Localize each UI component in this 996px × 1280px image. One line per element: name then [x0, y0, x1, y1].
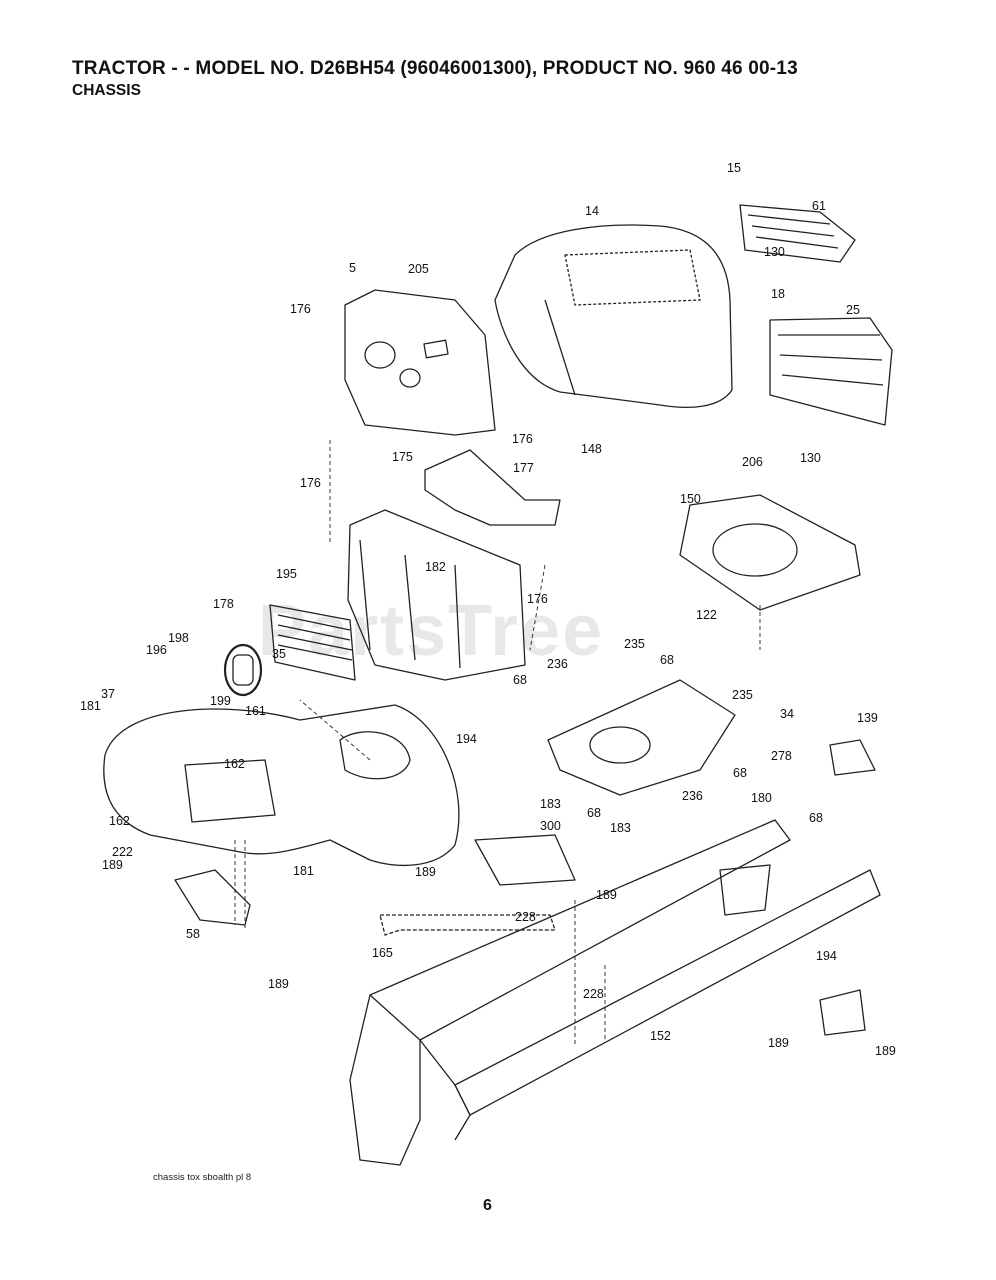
part-callout-152: 152 — [650, 1029, 671, 1043]
page-subtitle: CHASSIS — [72, 82, 141, 99]
part-callout-228: 228 — [583, 987, 604, 1001]
part-callout-68: 68 — [513, 673, 527, 687]
part-callout-58: 58 — [186, 927, 200, 941]
part-callout-196: 196 — [146, 643, 167, 657]
rod-part — [379, 914, 556, 936]
part-callout-182: 182 — [425, 560, 446, 574]
part-callout-222: 222 — [112, 845, 133, 859]
part-callout-14: 14 — [585, 204, 599, 218]
part-callout-206: 206 — [742, 455, 763, 469]
part-callout-178: 178 — [213, 597, 234, 611]
part-callout-148: 148 — [581, 442, 602, 456]
callout-magnifier — [223, 643, 263, 697]
part-callout-139: 139 — [857, 711, 878, 725]
bracket-part — [424, 449, 561, 526]
part-callout-189: 189 — [268, 977, 289, 991]
part-callout-180: 180 — [751, 791, 772, 805]
part-callout-176: 176 — [290, 302, 311, 316]
part-callout-236: 236 — [547, 657, 568, 671]
part-callout-122: 122 — [696, 608, 717, 622]
part-callout-175: 175 — [392, 450, 413, 464]
bracket-278-part — [829, 739, 876, 776]
part-callout-195: 195 — [276, 567, 297, 581]
part-callout-235: 235 — [624, 637, 645, 651]
part-callout-189: 189 — [415, 865, 436, 879]
page-title: TRACTOR - - MODEL NO. D26BH54 (960460013… — [72, 58, 798, 79]
part-callout-198: 198 — [168, 631, 189, 645]
part-callout-189: 189 — [596, 888, 617, 902]
grille-part — [739, 204, 856, 263]
part-callout-228: 228 — [515, 910, 536, 924]
part-callout-15: 15 — [727, 161, 741, 175]
part-callout-68: 68 — [660, 653, 674, 667]
fender-part — [103, 704, 460, 867]
part-callout-68: 68 — [733, 766, 747, 780]
bracket-58-part — [174, 869, 251, 926]
battery-tray-part — [679, 494, 861, 611]
dash-lower-part — [347, 509, 526, 681]
part-callout-150: 150 — [680, 492, 701, 506]
part-callout-37: 37 — [101, 687, 115, 701]
part-callout-236: 236 — [682, 789, 703, 803]
part-callout-181: 181 — [80, 699, 101, 713]
part-callout-189: 189 — [102, 858, 123, 872]
part-callout-162: 162 — [224, 757, 245, 771]
part-callout-68: 68 — [809, 811, 823, 825]
part-callout-5: 5 — [349, 261, 356, 275]
side-panel-part — [769, 317, 893, 426]
part-callout-176: 176 — [527, 592, 548, 606]
frame-part — [369, 819, 791, 1041]
part-callout-199: 199 — [210, 694, 231, 708]
part-callout-205: 205 — [408, 262, 429, 276]
part-callout-130: 130 — [764, 245, 785, 259]
part-callout-176: 176 — [300, 476, 321, 490]
part-callout-165: 165 — [372, 946, 393, 960]
part-callout-278: 278 — [771, 749, 792, 763]
part-callout-235: 235 — [732, 688, 753, 702]
part-callout-176: 176 — [512, 432, 533, 446]
dash-panel-part — [344, 289, 496, 436]
part-callout-18: 18 — [771, 287, 785, 301]
bracket-152-part — [819, 989, 866, 1036]
hood-part — [494, 224, 733, 409]
part-callout-183: 183 — [610, 821, 631, 835]
part-callout-35: 35 — [272, 647, 286, 661]
part-callout-189: 189 — [875, 1044, 896, 1058]
part-callout-34: 34 — [780, 707, 794, 721]
part-callout-181: 181 — [293, 864, 314, 878]
part-callout-161: 161 — [245, 704, 266, 718]
page-number: 6 — [483, 1197, 492, 1214]
part-callout-189: 189 — [768, 1036, 789, 1050]
part-callout-194: 194 — [456, 732, 477, 746]
bracket-300-part — [474, 834, 576, 886]
part-callout-183: 183 — [540, 797, 561, 811]
part-callout-68: 68 — [587, 806, 601, 820]
part-callout-194: 194 — [816, 949, 837, 963]
mount-plate-part — [547, 679, 736, 796]
vent-part — [269, 604, 356, 681]
part-callout-162: 162 — [109, 814, 130, 828]
part-callout-130: 130 — [800, 451, 821, 465]
part-callout-177: 177 — [513, 461, 534, 475]
footer-note: chassis tox sboalth pl 8 — [153, 1172, 252, 1183]
part-callout-25: 25 — [846, 303, 860, 317]
part-callout-61: 61 — [812, 199, 826, 213]
part-callout-300: 300 — [540, 819, 561, 833]
